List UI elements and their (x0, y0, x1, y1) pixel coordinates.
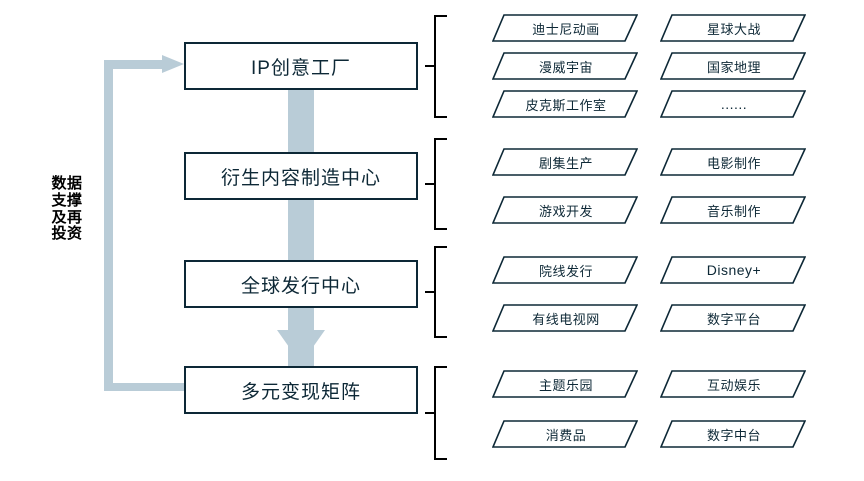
feedback-loop-top-segment (104, 60, 164, 69)
chip-label: 迪士尼动画 (532, 21, 600, 37)
chip-item[interactable]: 迪士尼动画 (492, 14, 638, 42)
stage-box-monetization-matrix[interactable]: 多元变现矩阵 (184, 366, 418, 414)
chip-item[interactable]: 国家地理 (660, 52, 806, 80)
chip-label: 电影制作 (706, 155, 761, 171)
chip-label: 漫威宇宙 (538, 59, 593, 75)
stage-box-derivative-content-center[interactable]: 衍生内容制造中心 (184, 152, 418, 200)
chip-item[interactable]: 数字中台 (660, 420, 806, 448)
chip-item[interactable]: 星球大战 (660, 14, 806, 42)
chip-item[interactable]: 电影制作 (660, 148, 806, 176)
chip-parallelogram-shape (660, 370, 806, 398)
stage-box-ip-creative-factory[interactable]: IP创意工厂 (184, 42, 418, 90)
flow-arrow-head-icon (277, 330, 325, 364)
chip-parallelogram-shape (492, 370, 638, 398)
feedback-loop-bottom-segment (104, 383, 186, 391)
chip-parallelogram-shape (660, 304, 806, 332)
chip-item[interactable]: 互动娱乐 (660, 370, 806, 398)
chip-parallelogram-shape (492, 420, 638, 448)
chip-label: 音乐制作 (706, 203, 761, 219)
bracket-stem-2 (425, 291, 436, 293)
chip-label: 皮克斯工作室 (525, 97, 607, 113)
chip-label: 星球大战 (706, 21, 761, 37)
chip-label: 国家地理 (706, 59, 761, 75)
chip-label: 游戏开发 (538, 203, 593, 219)
chip-item[interactable]: 主题乐园 (492, 370, 638, 398)
chip-item[interactable]: 剧集生产 (492, 148, 638, 176)
feedback-loop-label: 数据 支撑 及再 投资 (51, 175, 83, 243)
chip-parallelogram-shape (492, 14, 638, 42)
chip-item[interactable]: 皮克斯工作室 (492, 90, 638, 118)
chip-label: 消费品 (545, 427, 587, 443)
chip-label: 院线发行 (538, 263, 593, 279)
chip-item[interactable]: 数字平台 (660, 304, 806, 332)
feedback-loop-vertical-segment (104, 60, 113, 390)
chip-parallelogram-shape (492, 196, 638, 224)
chip-parallelogram-shape (660, 52, 806, 80)
bracket-stem-0 (425, 65, 436, 67)
feedback-loop-arrowhead-icon (162, 55, 184, 73)
chip-parallelogram-shape (492, 304, 638, 332)
chip-item[interactable]: 有线电视网 (492, 304, 638, 332)
chip-label: 互动娱乐 (706, 377, 761, 393)
chip-item[interactable]: 漫威宇宙 (492, 52, 638, 80)
chip-parallelogram-shape (660, 90, 806, 118)
chip-parallelogram-shape (492, 52, 638, 80)
chip-parallelogram-shape (660, 14, 806, 42)
chip-item[interactable]: ...... (660, 90, 806, 118)
chip-label: 剧集生产 (538, 155, 593, 171)
chip-parallelogram-shape (660, 196, 806, 224)
chip-label: 主题乐园 (538, 377, 593, 393)
chip-parallelogram-shape (660, 256, 806, 284)
chip-label: 数字平台 (706, 311, 761, 327)
chip-item[interactable]: 游戏开发 (492, 196, 638, 224)
chip-label: ...... (720, 96, 748, 112)
chip-item[interactable]: 院线发行 (492, 256, 638, 284)
stage-box-global-distribution-center[interactable]: 全球发行中心 (184, 260, 418, 308)
chip-label: 有线电视网 (532, 311, 600, 327)
chip-parallelogram-shape (660, 420, 806, 448)
chip-label: Disney+ (706, 262, 762, 278)
chip-parallelogram-shape (660, 148, 806, 176)
flow-arrow-shaft (288, 60, 314, 380)
chip-parallelogram-shape (492, 148, 638, 176)
chip-item[interactable]: Disney+ (660, 256, 806, 284)
chip-parallelogram-shape (492, 90, 638, 118)
bracket-stem-3 (425, 412, 436, 414)
chip-item[interactable]: 音乐制作 (660, 196, 806, 224)
bracket-stem-1 (425, 183, 436, 185)
chip-label: 数字中台 (706, 427, 761, 443)
chip-item[interactable]: 消费品 (492, 420, 638, 448)
chip-parallelogram-shape (492, 256, 638, 284)
